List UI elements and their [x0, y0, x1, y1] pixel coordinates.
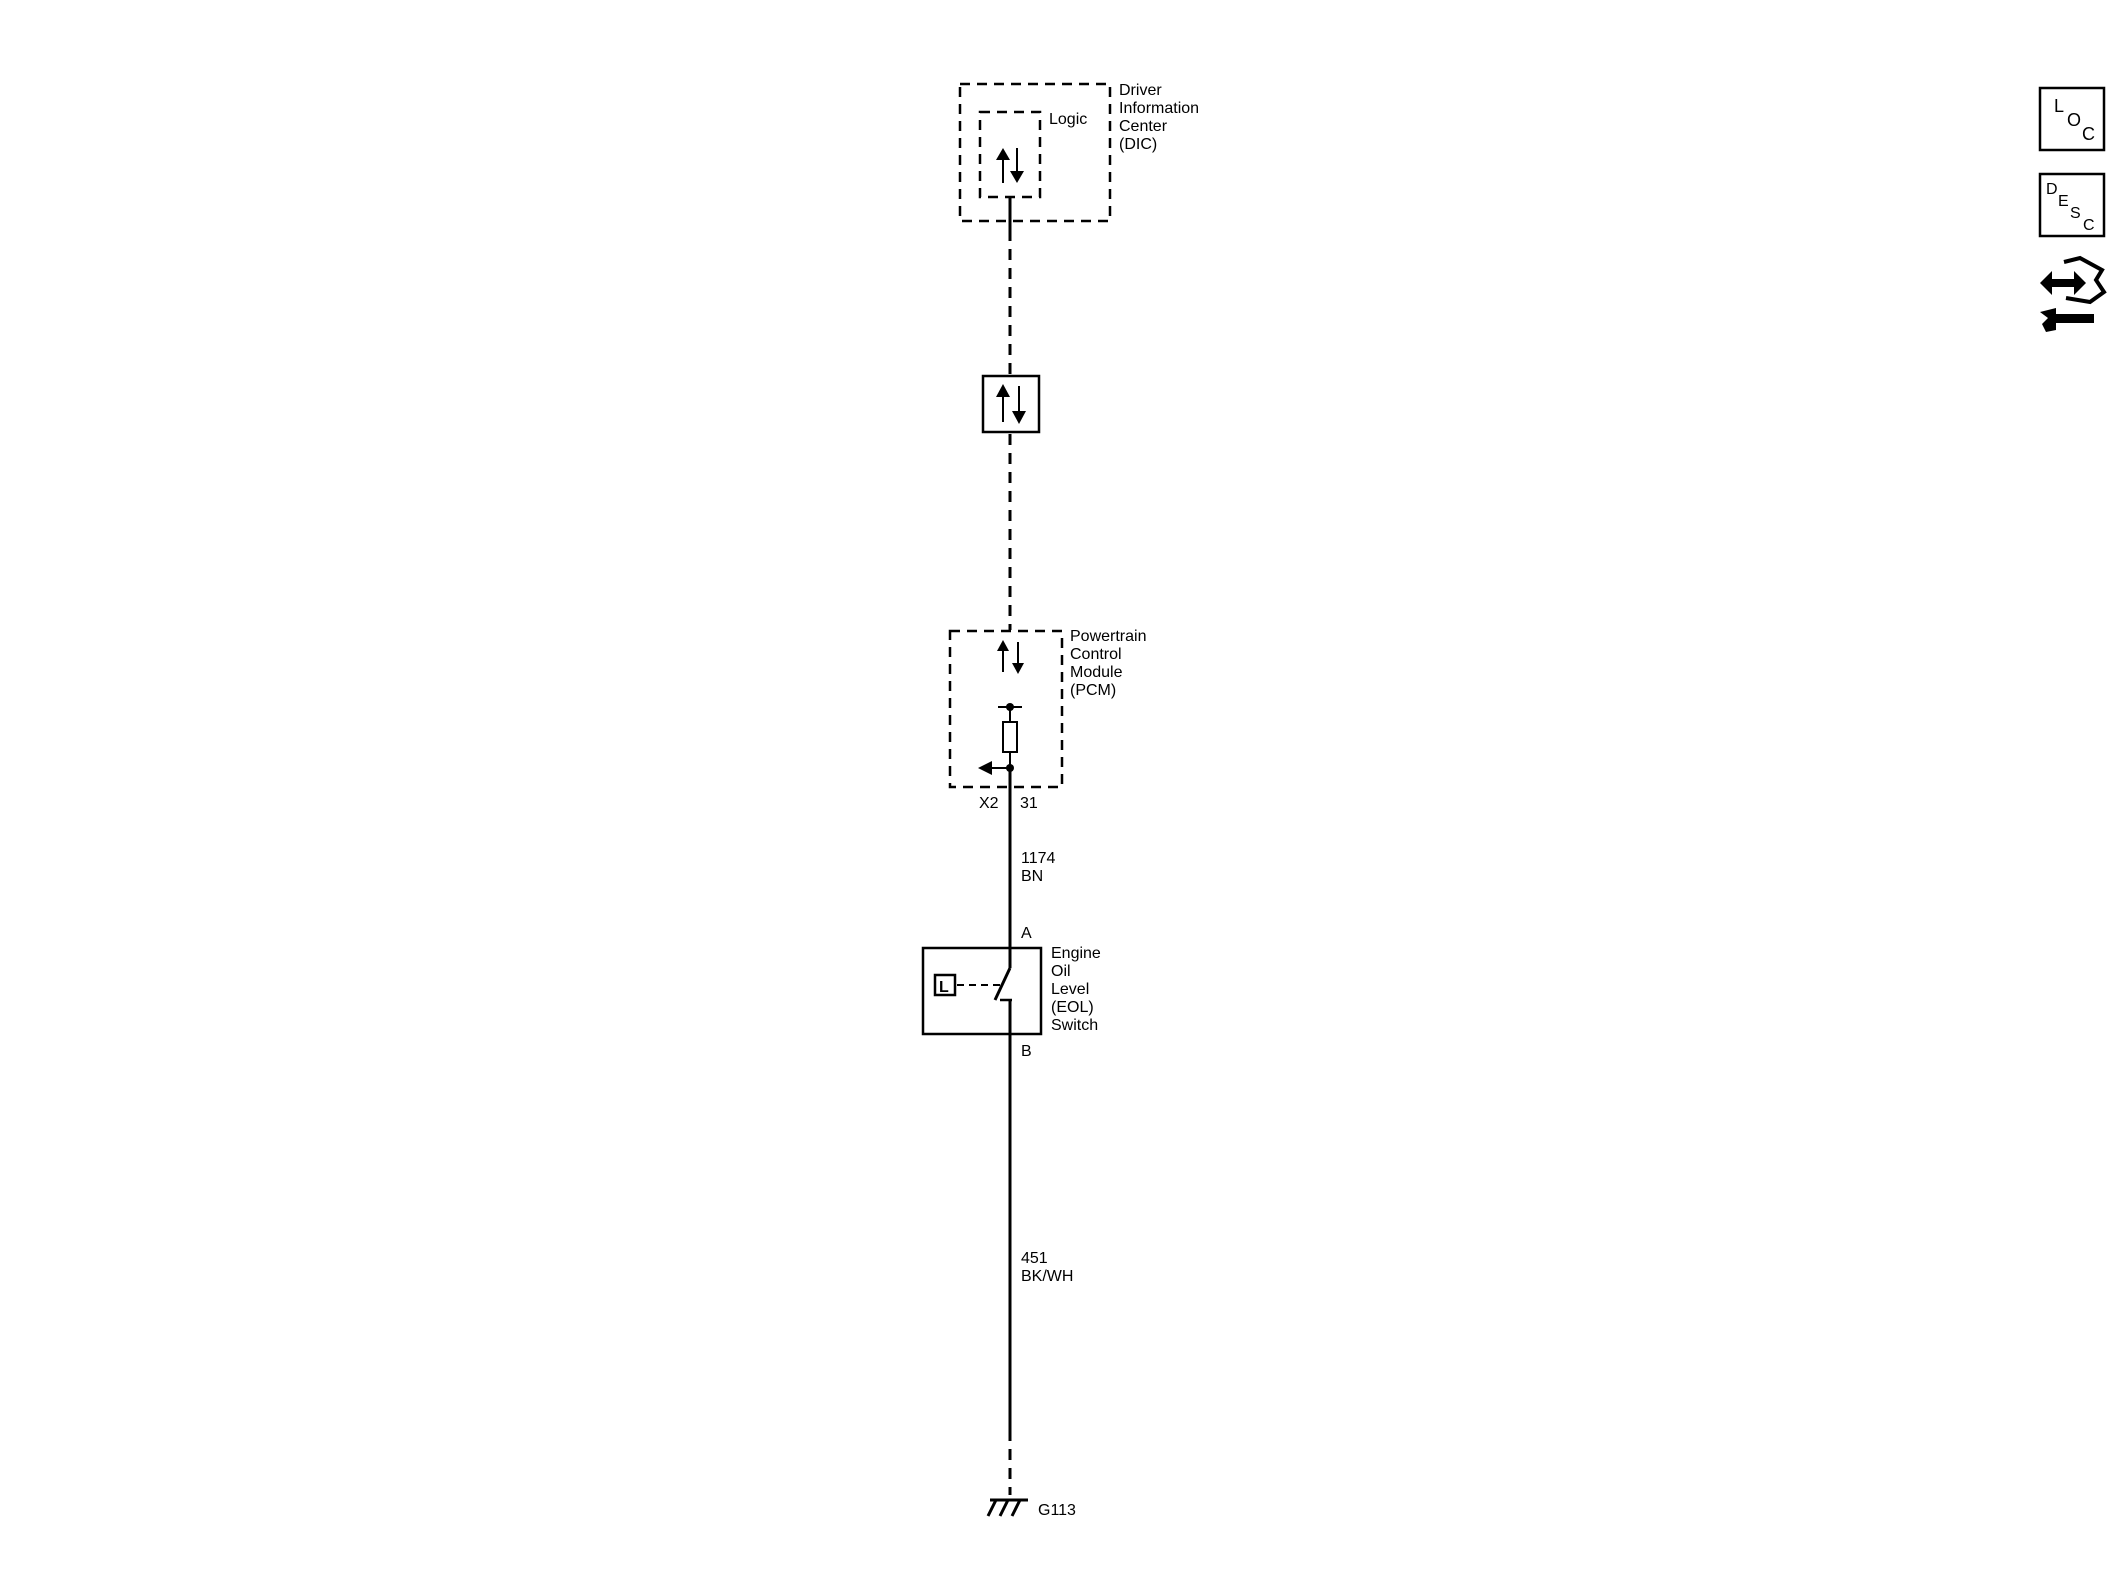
svg-text:L: L	[939, 979, 949, 996]
signal-circuit-number: 1174	[1021, 850, 1056, 867]
ground-circuit-number: 451	[1021, 1250, 1048, 1267]
dic-label: Driver Information Center (DIC)	[1119, 82, 1204, 153]
connector-view-icon	[2040, 255, 2107, 332]
ground-circuit-color: BK/WH	[1021, 1268, 1073, 1285]
oil-level-sensor-icon: L	[933, 973, 1001, 997]
connector-view-button[interactable]	[2036, 254, 2108, 336]
dic-logic-label: Logic	[1049, 111, 1087, 128]
svg-text:L: L	[2054, 96, 2064, 116]
svg-text:S: S	[2070, 205, 2081, 222]
svg-text:E: E	[2058, 193, 2069, 210]
desc-button[interactable]: D E S C	[2038, 172, 2106, 238]
eol-switch-label: Engine Oil Level (EOL) Switch	[1051, 945, 1105, 1034]
pcm-pin-label: 31	[1020, 795, 1038, 812]
ground-label: G113	[1038, 1502, 1076, 1519]
dic-module[interactable]: Logic Driver Information Center (DIC)	[958, 82, 1204, 223]
loc-button[interactable]: L O C	[2038, 86, 2106, 152]
pcm-input-circuit-icon	[978, 703, 1022, 775]
svg-text:C: C	[2082, 124, 2095, 144]
eol-terminal-b: B	[1021, 1043, 1032, 1060]
eol-terminal-a: A	[1021, 925, 1032, 942]
eol-switch[interactable]: A L B Engine Oil Level (EOL) Switch	[921, 925, 1105, 1060]
pcm-module[interactable]: Powertrain Control Module (PCM)	[948, 628, 1151, 789]
pcm-data-arrows-icon	[997, 640, 1024, 674]
switch-contact-icon	[993, 948, 1012, 1034]
pcm-connector-label: X2	[979, 795, 999, 812]
ground-symbol-icon[interactable]: G113	[986, 1498, 1076, 1519]
svg-text:C: C	[2083, 217, 2095, 234]
svg-text:D: D	[2046, 181, 2058, 198]
serial-data-symbol	[981, 374, 1041, 434]
signal-circuit-color: BN	[1021, 868, 1043, 885]
svg-text:O: O	[2067, 110, 2081, 130]
dic-data-arrows-icon	[996, 148, 1024, 183]
pcm-label: Powertrain Control Module (PCM)	[1070, 628, 1151, 699]
